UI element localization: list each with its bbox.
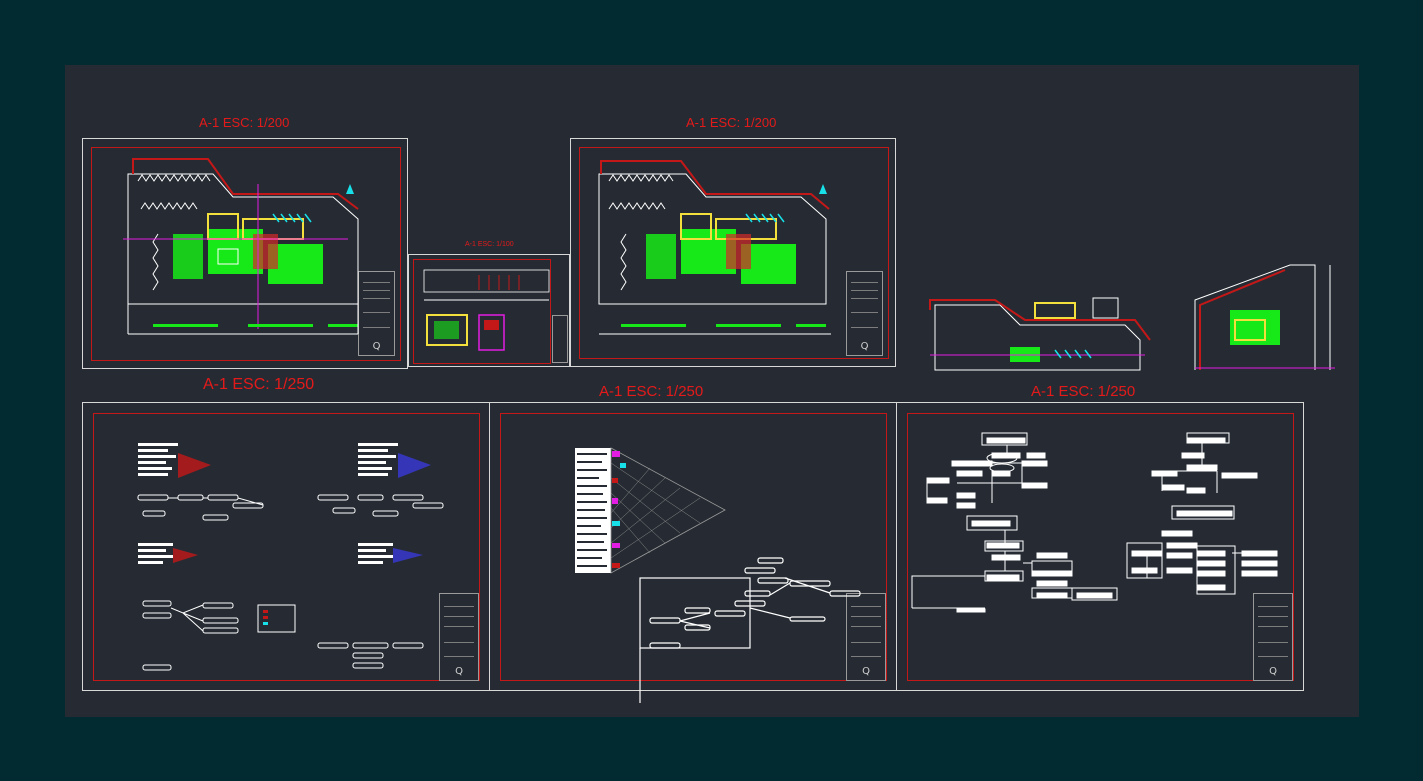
sheet-5-flow-diagram[interactable]: Q <box>489 402 897 703</box>
sheet-3-scale-label: A-1 ESC: 1/200 <box>686 115 777 130</box>
zoning-diagrams <box>137 443 444 671</box>
model-space-canvas[interactable]: A-1 ESC: 1/200 Q <box>65 65 1359 717</box>
loose-plan-a <box>929 297 1151 371</box>
sheet-5-frame <box>500 413 887 681</box>
site-plan-drawing-2 <box>598 160 831 335</box>
sheet-5-title-block: Q <box>846 593 886 681</box>
site-plan-drawing <box>123 158 359 335</box>
sheet-1-frame <box>91 147 401 361</box>
sheet-4-frame <box>93 413 480 681</box>
sheet-5-scale-label: A-1 ESC: 1/250 <box>599 383 704 400</box>
title-block-signature: Q <box>372 341 381 352</box>
title-block-signature: Q <box>455 666 463 677</box>
organigram-diagram <box>911 432 1278 613</box>
sheet-3-frame <box>579 147 889 359</box>
loose-plan-b <box>1194 264 1335 370</box>
sheet-6-organigram[interactable]: Q <box>896 402 1304 691</box>
sheet-4-scale-label: A-1 ESC: 1/250 <box>203 376 315 393</box>
sheet-4-title-block: Q <box>439 593 479 681</box>
sheet-6-frame <box>907 413 1294 681</box>
sheet-3-site-plan[interactable]: Q <box>570 138 896 367</box>
sheet-6-scale-label: A-1 ESC: 1/250 <box>1031 383 1136 400</box>
sheet-1-site-plan[interactable]: Q <box>82 138 408 369</box>
sheet-6-title-block: Q <box>1253 593 1293 681</box>
sheet-2-scale-label: A-1 ESC: 1/100 <box>465 241 514 248</box>
title-block-signature: Q <box>860 341 869 352</box>
sheet-2-title-block <box>552 315 568 363</box>
relationship-matrix <box>575 447 861 703</box>
sheet-3-title-block: Q <box>846 271 883 356</box>
title-block-signature: Q <box>1269 666 1277 677</box>
title-block-signature: Q <box>862 666 870 677</box>
details-drawing <box>423 269 550 351</box>
sheet-4-diagrams[interactable]: Q <box>82 402 490 691</box>
sheet-2-frame <box>413 259 551 364</box>
sheet-2-details[interactable] <box>408 254 570 367</box>
sheet-1-scale-label: A-1 ESC: 1/200 <box>199 115 290 130</box>
